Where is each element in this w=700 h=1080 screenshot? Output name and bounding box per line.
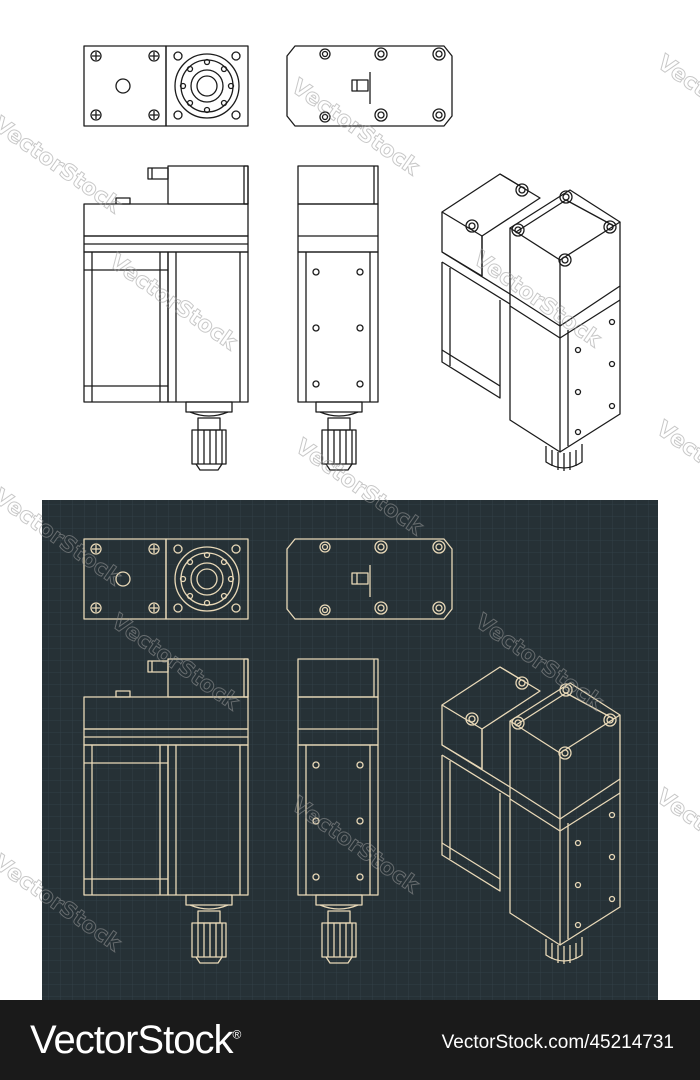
footer-bar: VectorStock® VectorStock.com/45214731 bbox=[0, 1000, 700, 1080]
watermark: VectorStock bbox=[105, 249, 243, 356]
watermark: VectorStock bbox=[469, 246, 607, 353]
drawing-canvas: VectorStock VectorStock VectorStock Vect… bbox=[0, 45, 700, 1000]
watermark: VectorStock bbox=[652, 784, 700, 891]
registered-mark: ® bbox=[232, 1027, 241, 1042]
vectorstock-logo[interactable]: VectorStock® bbox=[30, 1018, 241, 1063]
watermark: VectorStock bbox=[652, 416, 700, 523]
watermark: VectorStock bbox=[653, 50, 700, 157]
logo-text: VectorStock bbox=[30, 1018, 233, 1062]
image-id-url[interactable]: VectorStock.com/45214731 bbox=[441, 1032, 674, 1053]
watermark: VectorStock bbox=[0, 112, 126, 219]
